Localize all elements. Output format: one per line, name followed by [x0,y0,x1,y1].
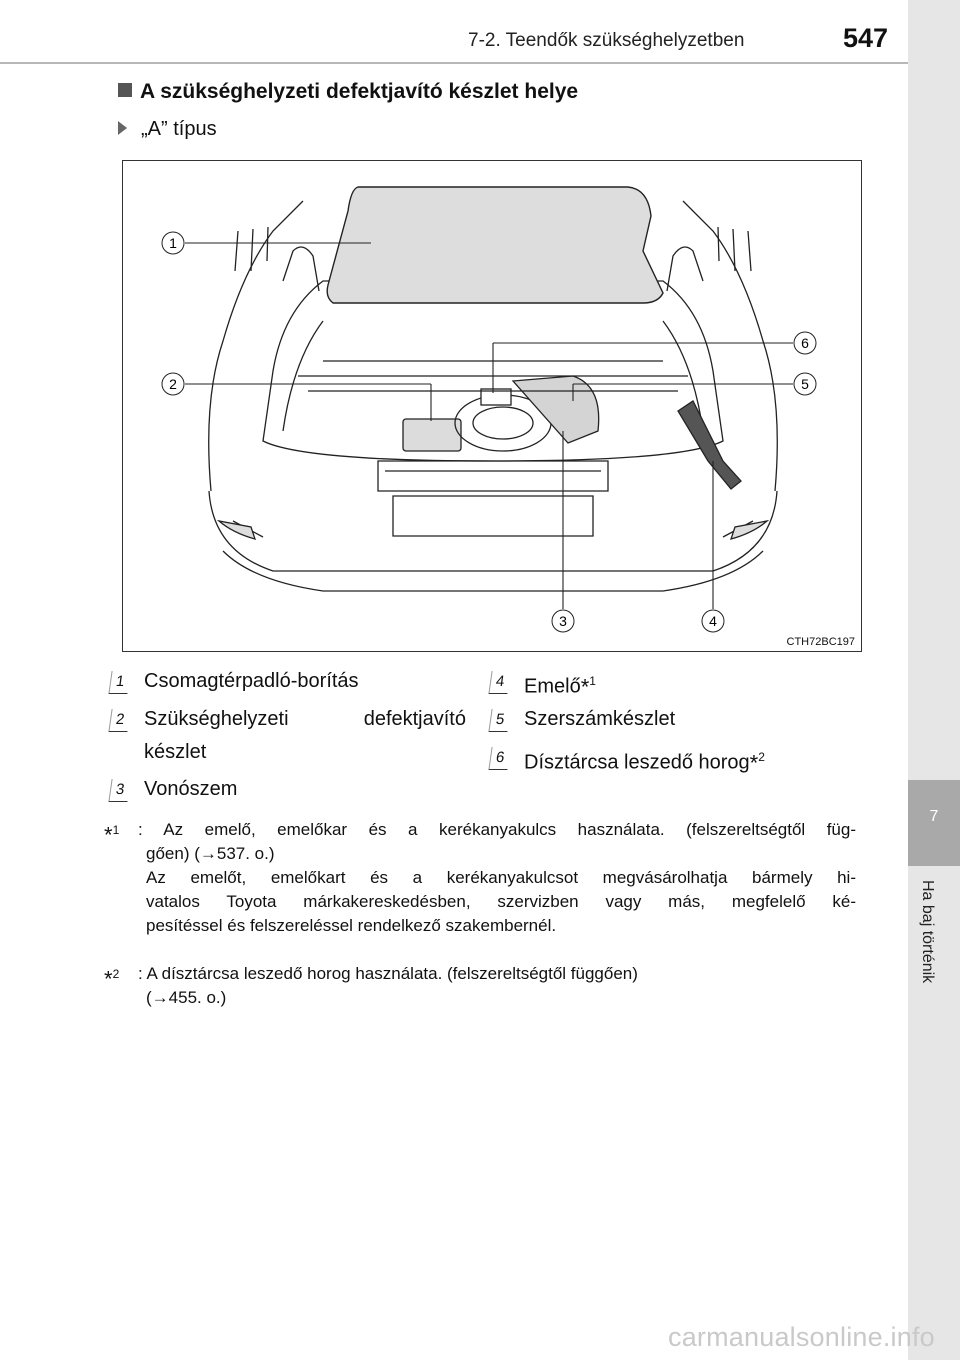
footnote-1: *1 : Az emelő, emelőkar és a kerékanyaku… [104,820,856,935]
callout-5: 5 [801,376,809,392]
legend-item-4: Emelő*1 [524,674,596,700]
legend-item-3: Vonószem [144,778,238,800]
triangle-bullet-icon [118,121,127,135]
trunk-illustration: 1 2 3 4 5 6 CTH72BC197 [122,160,862,652]
legend-item-5: Szerszámkészlet [524,708,676,730]
legend-badge-3: 3 [108,779,131,802]
legend-item-6: Dísztárcsa leszedő horog*2 [524,750,765,776]
chapter-side-tab [908,0,960,1360]
header-rule [0,62,908,64]
legend-badge-4: 4 [488,671,511,694]
section-heading: A szükséghelyzeti defektjavító készlet h… [118,80,578,104]
legend-badge-2: 2 [108,709,131,732]
footnote-2: *2 : A dísztárcsa leszedő horog használa… [104,964,638,1007]
legend-badge-1: 1 [108,671,131,694]
chapter-tab-active [908,780,960,866]
legend-badge-6: 6 [488,747,511,770]
callout-6: 6 [801,335,809,351]
callout-4: 4 [709,613,717,629]
page-number: 547 [843,23,889,53]
square-bullet-icon [118,83,132,97]
chapter-name: Ha baj történik [919,880,936,984]
legend-item-1: Csomagtérpadló-borítás [144,670,359,692]
figure-code: CTH72BC197 [786,636,855,648]
callout-1: 1 [169,235,177,251]
callout-2: 2 [169,376,177,392]
legend-badge-5: 5 [488,709,511,732]
type-label: „A” típus [118,118,217,141]
chapter-number: 7 [929,808,939,825]
watermark: carmanualsonline.info [668,1322,935,1352]
car-trunk-drawing: 1 2 3 4 5 6 [161,186,817,633]
section-title: 7-2. Teendők szükséghelyzetben [468,30,745,51]
callout-3: 3 [559,613,567,629]
